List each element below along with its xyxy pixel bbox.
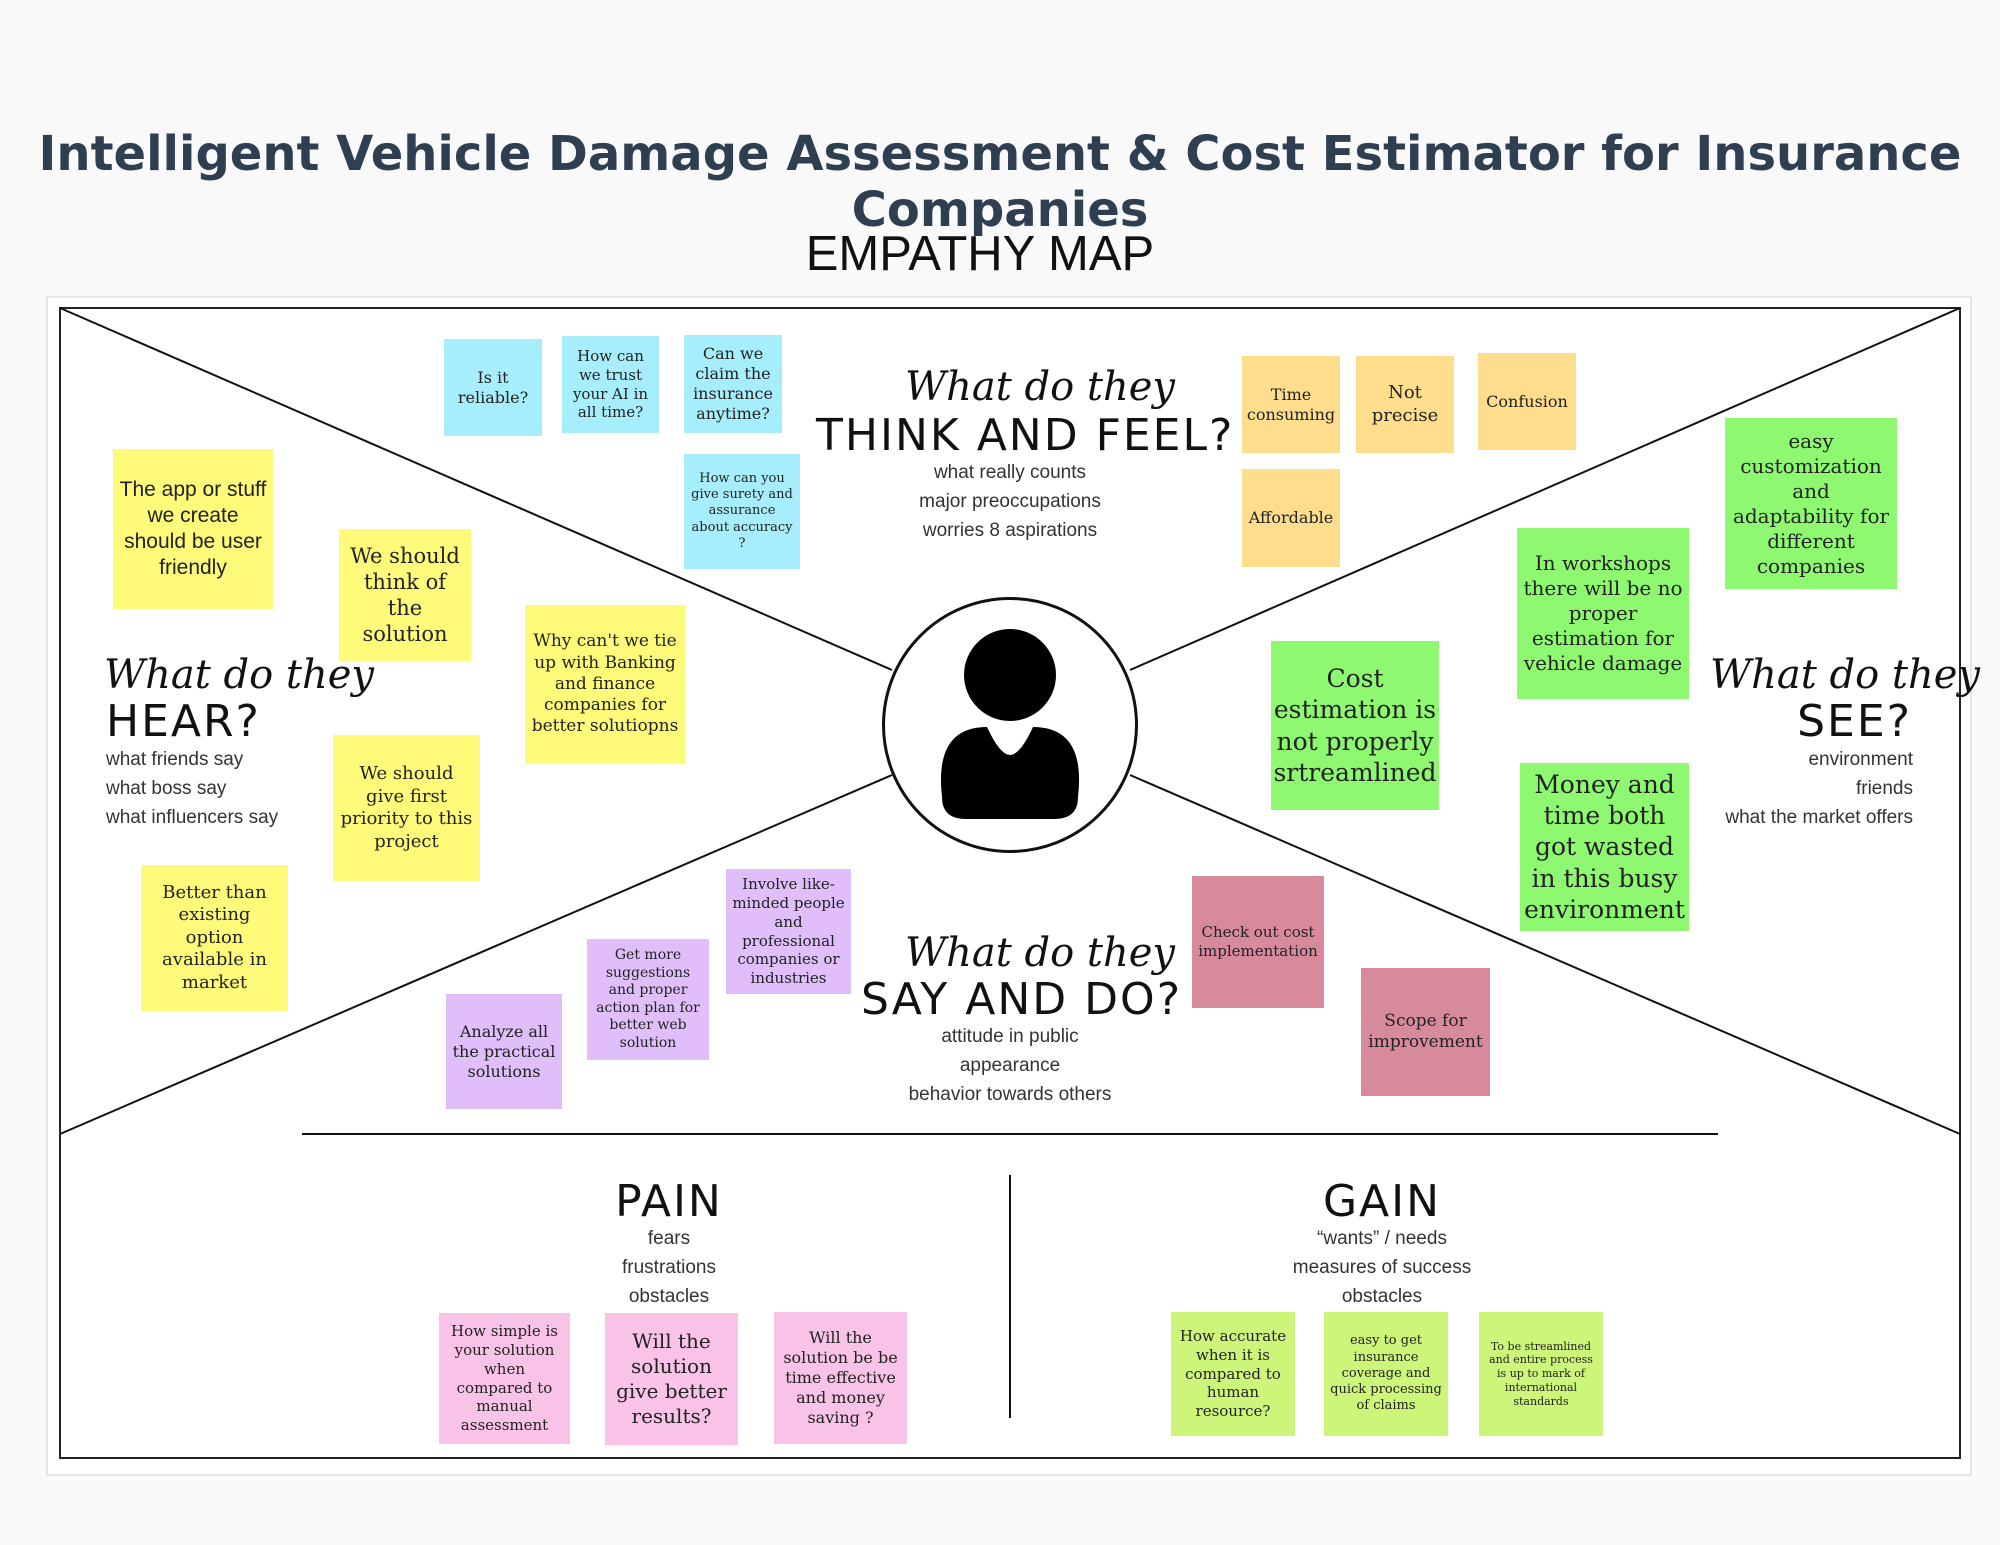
pain-sub-2: frustrations <box>622 1257 716 1278</box>
persona-circle <box>882 597 1138 853</box>
see-sub-list: environment friends what the market offe… <box>1660 745 1913 832</box>
sticky-note[interactable]: Scope for improvement <box>1361 968 1490 1096</box>
see-script: What do they <box>1710 652 1981 698</box>
divider-bottom-right <box>1129 774 1961 1135</box>
sticky-note[interactable]: Involve like- minded people and professi… <box>726 869 851 994</box>
sticky-note[interactable]: We should give first priority to this pr… <box>333 735 480 881</box>
hear-sub-2: what boss say <box>106 778 227 799</box>
sticky-note[interactable]: Can we claim the insurance anytime? <box>684 335 782 433</box>
pain-sub-3: obstacles <box>628 1286 710 1307</box>
sticky-note[interactable]: How simple is your solution when compare… <box>439 1313 570 1444</box>
sticky-note[interactable]: The app or stuff we create should be use… <box>113 449 273 609</box>
gain-sub-1: “wants” / needs <box>1317 1228 1447 1249</box>
sticky-note[interactable]: Not precise <box>1356 356 1454 453</box>
sticky-note[interactable]: To be streamlined and entire process is … <box>1479 1312 1603 1436</box>
say-sub-2: appearance <box>959 1055 1061 1076</box>
sticky-note[interactable]: How can we trust your AI in all time? <box>562 336 659 433</box>
say-sub-list: attitude in public appearance behavior t… <box>860 1022 1160 1109</box>
think-script: What do they <box>905 364 1176 410</box>
hear-script: What do they <box>104 652 375 698</box>
sticky-note[interactable]: Confusion <box>1478 353 1576 450</box>
sticky-note[interactable]: Why can't we tie up with Banking and fin… <box>525 605 685 764</box>
pain-heading: PAIN <box>615 1176 723 1227</box>
see-sub-3: what the market offers <box>1725 807 1913 828</box>
say-sub-3: behavior towards others <box>908 1084 1112 1105</box>
sticky-note[interactable]: Will the solution give better results? <box>605 1313 738 1445</box>
sticky-note[interactable]: Is it reliable? <box>444 339 542 436</box>
gain-heading: GAIN <box>1322 1176 1442 1227</box>
map-title: EMPATHY MAP <box>805 227 1155 281</box>
see-heading: SEE? <box>1797 696 1912 747</box>
hear-sub-1: what friends say <box>106 749 244 770</box>
gain-sub-2: measures of success <box>1292 1257 1472 1278</box>
see-sub-1: environment <box>1808 749 1913 770</box>
divider-top-right <box>1129 307 1961 671</box>
sticky-note[interactable]: Will the solution be be time effective a… <box>774 1312 907 1444</box>
sticky-note[interactable]: Cost estimation is not properly srtreaml… <box>1271 641 1439 810</box>
pain-sub-1: fears <box>647 1228 691 1249</box>
user-avatar-icon <box>940 629 1080 819</box>
sticky-note[interactable]: Better than existing option available in… <box>141 865 288 1011</box>
hear-sub-3: what influencers say <box>106 807 279 828</box>
hear-heading: HEAR? <box>106 696 261 747</box>
think-sub-1: what really counts <box>933 462 1087 483</box>
sticky-note[interactable]: Time consuming <box>1242 356 1340 453</box>
page-title: Intelligent Vehicle Damage Assessment & … <box>38 126 1962 238</box>
think-heading: THINK AND FEEL? <box>816 410 1235 461</box>
sticky-note[interactable]: In workshops there will be no proper est… <box>1517 528 1689 699</box>
gain-sub-list: “wants” / needs measures of success obst… <box>1232 1224 1532 1311</box>
sticky-note[interactable]: How accurate when it is compared to huma… <box>1171 1312 1295 1436</box>
sticky-note[interactable]: We should think of the solution <box>339 529 471 661</box>
sticky-note[interactable]: easy to get insurance coverage and quick… <box>1324 1312 1448 1436</box>
divider-bottom-left <box>59 774 893 1135</box>
pain-sub-list: fears frustrations obstacles <box>519 1224 819 1311</box>
hear-sub-list: what friends say what boss say what infl… <box>106 745 278 832</box>
sticky-note[interactable]: easy customization and adaptability for … <box>1725 418 1897 589</box>
see-sub-2: friends <box>1855 778 1913 799</box>
think-sub-2: major preoccupations <box>919 491 1101 512</box>
empathy-map-frame <box>59 307 1961 1459</box>
say-script: What do they <box>905 930 1176 976</box>
sticky-note[interactable]: Analyze all the practical solutions <box>446 994 562 1109</box>
divider-top-left <box>59 307 893 671</box>
sticky-note[interactable]: Affordable <box>1242 469 1340 567</box>
think-sub-list: what really counts major preoccupations … <box>860 458 1160 545</box>
think-sub-3: worries 8 aspirations <box>922 520 1098 541</box>
sticky-note[interactable]: Money and time both got wasted in this b… <box>1520 763 1689 931</box>
sticky-note[interactable]: Get more suggestions and proper action p… <box>587 939 709 1060</box>
sticky-note[interactable]: Check out cost implementation <box>1192 876 1324 1008</box>
gain-sub-3: obstacles <box>1341 1286 1423 1307</box>
say-sub-1: attitude in public <box>941 1026 1079 1047</box>
say-heading: SAY AND DO? <box>861 974 1183 1025</box>
sticky-note[interactable]: How can you give surety and assurance ab… <box>684 454 800 569</box>
